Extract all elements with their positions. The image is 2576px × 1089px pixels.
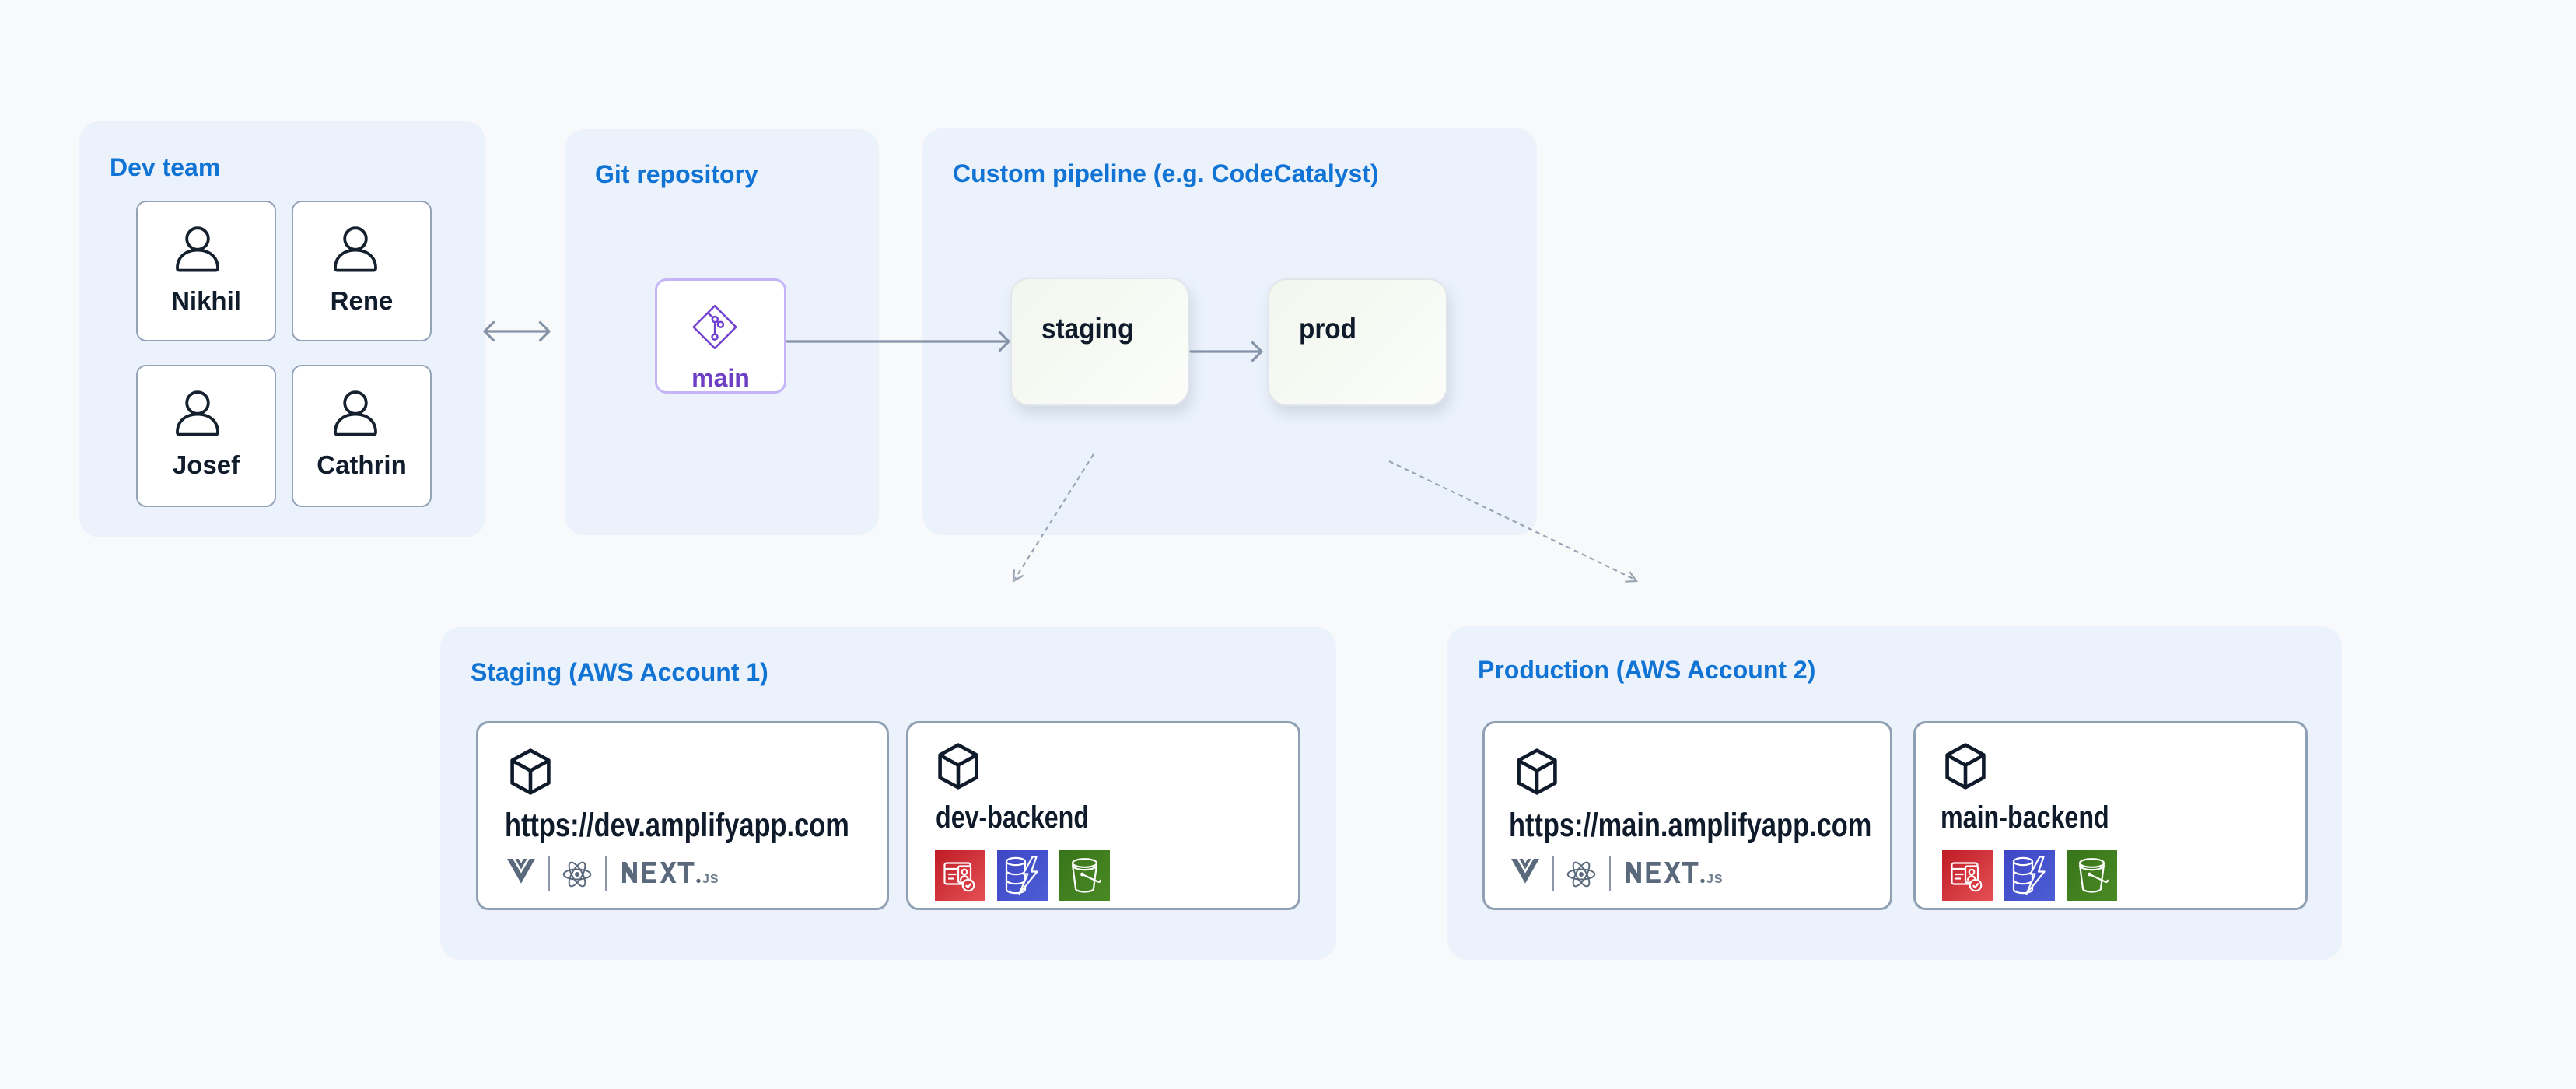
svg-text:JS: JS xyxy=(702,873,719,886)
svg-text:JS: JS xyxy=(1706,873,1724,886)
